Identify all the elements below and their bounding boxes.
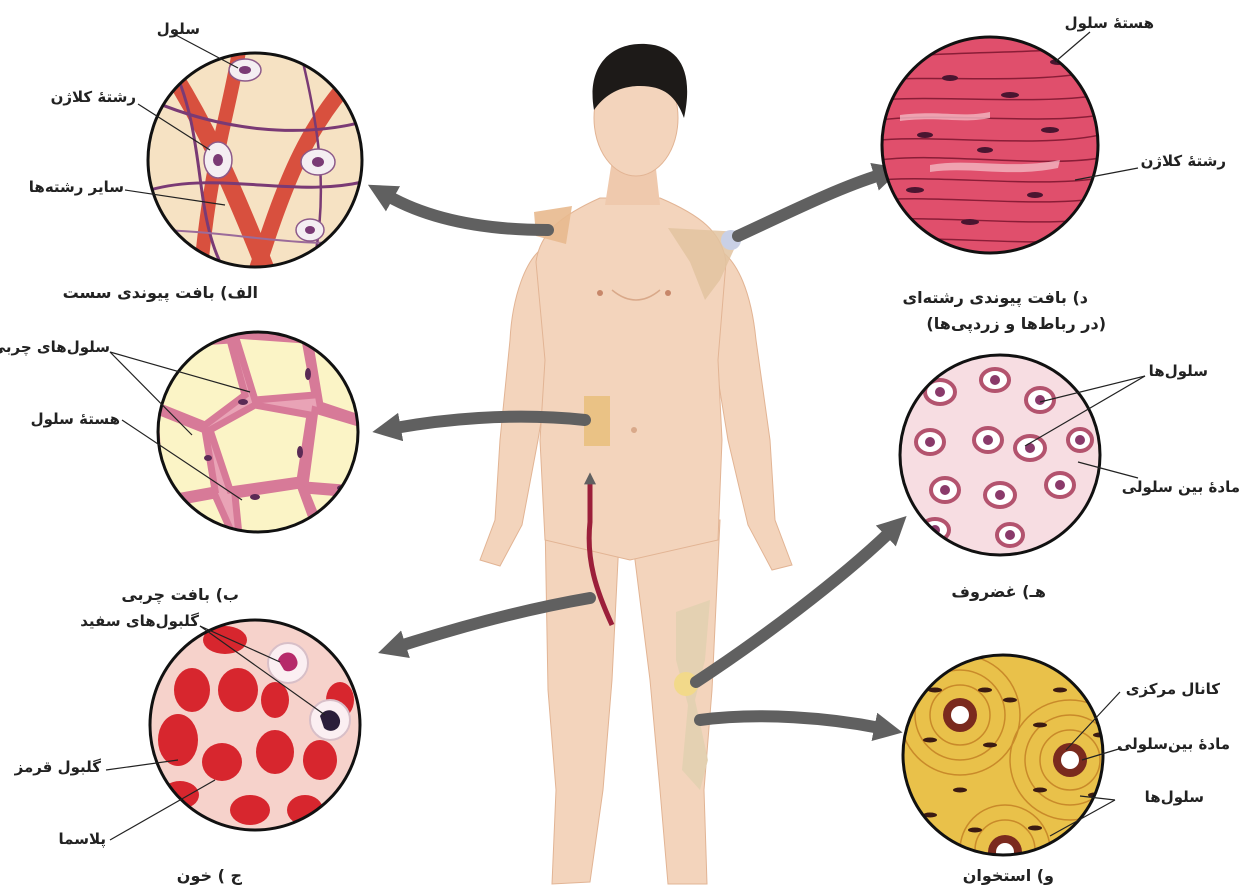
tissue-circle-icon bbox=[880, 37, 1100, 253]
label-bone-canal: کانال مرکزی bbox=[1126, 680, 1220, 699]
caption-loose: الف) بافت پیوندی سست bbox=[63, 283, 258, 303]
label-loose-other-fibers: سایر رشته‌ها bbox=[29, 178, 124, 197]
label-dense-collagen: رشتهٔ کلاژن bbox=[1141, 152, 1226, 171]
tissue-circle-icon bbox=[900, 655, 1130, 892]
caption-adipose: ب) بافت چربی bbox=[121, 585, 239, 605]
label-loose-collagen: رشتهٔ کلاژن bbox=[51, 88, 136, 107]
caption-dense-line2: (در رباط‌ها و زردپی‌ها) bbox=[926, 314, 1106, 334]
label-blood-red-cell: گلبول قرمز bbox=[15, 758, 101, 777]
label-cartilage-cells: سلول‌ها bbox=[1149, 362, 1208, 381]
label-bone-cells: سلول‌ها bbox=[1145, 788, 1204, 807]
label-cartilage-matrix: مادهٔ بین سلولی bbox=[1122, 478, 1240, 497]
tissue-circle-icon bbox=[148, 40, 370, 290]
label-adipose-fat-cells: سلول‌های چربی bbox=[0, 338, 110, 357]
label-bone-matrix: مادهٔ بین‌سلولی bbox=[1117, 735, 1230, 754]
label-loose-cell: سلول bbox=[157, 20, 200, 39]
tissue-circle-icon bbox=[900, 355, 1100, 555]
caption-bone: و) استخوان bbox=[963, 866, 1054, 886]
caption-blood: ج ) خون bbox=[177, 866, 242, 886]
caption-dense-line1: د) بافت پیوندی رشته‌ای bbox=[903, 288, 1088, 308]
caption-cartilage: هـ) غضروف bbox=[951, 582, 1046, 602]
tissue-circle-icon bbox=[155, 332, 370, 545]
human-body-icon bbox=[480, 44, 792, 884]
label-adipose-nucleus: هستهٔ سلول bbox=[31, 410, 120, 429]
label-dense-nucleus: هستهٔ سلول bbox=[1065, 14, 1154, 33]
label-blood-plasma: پلاسما bbox=[59, 830, 106, 849]
label-blood-white-cells: گلبول‌های سفید bbox=[80, 612, 199, 631]
